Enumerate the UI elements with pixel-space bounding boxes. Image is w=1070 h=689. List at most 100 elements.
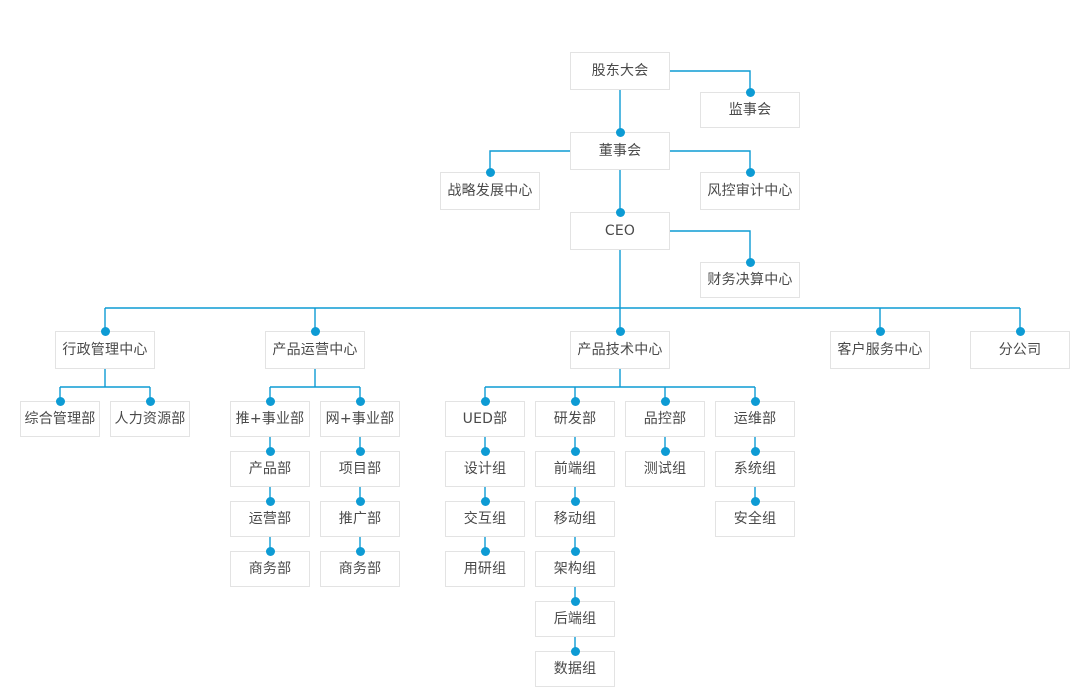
- org-node-label: 架构组: [553, 560, 597, 577]
- org-node-label: 安全组: [733, 510, 777, 527]
- org-node-promotion-dept[interactable]: 推广部: [320, 501, 400, 537]
- org-node-qa-dept[interactable]: 品控部: [625, 401, 705, 437]
- org-node-label: 用研组: [463, 560, 507, 577]
- org-node-label: 客户服务中心: [837, 341, 923, 358]
- org-node-label: 测试组: [643, 460, 687, 477]
- org-node-label: 运营部: [248, 510, 292, 527]
- org-node-wang-plus[interactable]: 网+事业部: [320, 401, 400, 437]
- org-node-label: 后端组: [553, 610, 597, 627]
- connector-dot-ceo: [615, 207, 625, 217]
- connector-dot-board: [615, 127, 625, 137]
- connector-dot-ued-dept: [480, 396, 490, 406]
- org-node-design-group[interactable]: 设计组: [445, 451, 525, 487]
- org-node-tech-center[interactable]: 产品技术中心: [570, 331, 670, 369]
- org-node-project-dept[interactable]: 项目部: [320, 451, 400, 487]
- org-node-customer-service[interactable]: 客户服务中心: [830, 331, 930, 369]
- org-node-human-resources[interactable]: 人力资源部: [110, 401, 190, 437]
- connector-dot-tech-center: [615, 326, 625, 336]
- org-node-security-group[interactable]: 安全组: [715, 501, 795, 537]
- org-node-test-group[interactable]: 测试组: [625, 451, 705, 487]
- connector-dot-frontend-group: [570, 446, 580, 456]
- connector-dot-supervisors: [745, 87, 755, 97]
- org-node-label: 网+事业部: [325, 410, 395, 427]
- org-node-label: 系统组: [733, 460, 777, 477]
- connector-dot-rnd-dept: [570, 396, 580, 406]
- connector-dot-business-dept-2: [355, 546, 365, 556]
- connector-dot-product-ops: [310, 326, 320, 336]
- org-node-label: 推广部: [338, 510, 382, 527]
- org-node-backend-group[interactable]: 后端组: [535, 601, 615, 637]
- org-node-label: 股东大会: [591, 62, 649, 79]
- connector-dot-tui-plus: [265, 396, 275, 406]
- connector-dot-interaction-group: [480, 496, 490, 506]
- connector-dot-ops-dept: [750, 396, 760, 406]
- org-node-label: 综合管理部: [24, 410, 96, 427]
- connector-dot-operation-dept: [265, 496, 275, 506]
- connector-dot-promotion-dept: [355, 496, 365, 506]
- org-node-ceo[interactable]: CEO: [570, 212, 670, 250]
- org-node-data-group[interactable]: 数据组: [535, 651, 615, 687]
- connector-dot-architecture-group: [570, 546, 580, 556]
- org-node-general-admin[interactable]: 综合管理部: [20, 401, 100, 437]
- org-node-label: 研发部: [553, 410, 597, 427]
- org-node-operation-dept[interactable]: 运营部: [230, 501, 310, 537]
- org-node-business-dept-1[interactable]: 商务部: [230, 551, 310, 587]
- org-node-finance-center[interactable]: 财务决算中心: [700, 262, 800, 298]
- org-node-label: 数据组: [553, 660, 597, 677]
- org-node-board[interactable]: 董事会: [570, 132, 670, 170]
- connector-dot-project-dept: [355, 446, 365, 456]
- connector-dot-test-group: [660, 446, 670, 456]
- org-node-label: 分公司: [998, 341, 1042, 358]
- org-node-label: 产品运营中心: [272, 341, 358, 358]
- connector-dot-risk-audit-center: [745, 167, 755, 177]
- connector-dot-branch-company: [1015, 326, 1025, 336]
- org-node-label: 移动组: [553, 510, 597, 527]
- org-node-label: 设计组: [463, 460, 507, 477]
- org-node-interaction-group[interactable]: 交互组: [445, 501, 525, 537]
- org-node-architecture-group[interactable]: 架构组: [535, 551, 615, 587]
- org-node-tui-plus[interactable]: 推+事业部: [230, 401, 310, 437]
- org-node-admin-center[interactable]: 行政管理中心: [55, 331, 155, 369]
- connector-dot-user-research-group: [480, 546, 490, 556]
- connector-dot-human-resources: [145, 396, 155, 406]
- connector-dot-data-group: [570, 646, 580, 656]
- org-node-label: 商务部: [248, 560, 292, 577]
- org-node-ued-dept[interactable]: UED部: [445, 401, 525, 437]
- org-node-mobile-group[interactable]: 移动组: [535, 501, 615, 537]
- org-node-label: 产品部: [248, 460, 292, 477]
- org-node-shareholders[interactable]: 股东大会: [570, 52, 670, 90]
- connector-dot-admin-center: [100, 326, 110, 336]
- org-node-label: 战略发展中心: [447, 182, 533, 199]
- connector-dot-system-group: [750, 446, 760, 456]
- org-node-risk-audit-center[interactable]: 风控审计中心: [700, 172, 800, 210]
- org-node-product-ops[interactable]: 产品运营中心: [265, 331, 365, 369]
- org-node-rnd-dept[interactable]: 研发部: [535, 401, 615, 437]
- org-node-label: 风控审计中心: [707, 182, 793, 199]
- org-node-label: 运维部: [733, 410, 777, 427]
- connector-dot-product-dept: [265, 446, 275, 456]
- connector-dot-qa-dept: [660, 396, 670, 406]
- org-node-label: CEO: [604, 222, 636, 239]
- org-node-label: 产品技术中心: [577, 341, 663, 358]
- org-node-label: 财务决算中心: [707, 271, 793, 288]
- org-node-user-research-group[interactable]: 用研组: [445, 551, 525, 587]
- org-node-supervisors[interactable]: 监事会: [700, 92, 800, 128]
- org-node-label: 交互组: [463, 510, 507, 527]
- connector-dot-design-group: [480, 446, 490, 456]
- org-node-frontend-group[interactable]: 前端组: [535, 451, 615, 487]
- org-node-branch-company[interactable]: 分公司: [970, 331, 1070, 369]
- org-node-strategy-center[interactable]: 战略发展中心: [440, 172, 540, 210]
- org-node-label: 项目部: [338, 460, 382, 477]
- org-node-label: 行政管理中心: [62, 341, 148, 358]
- connector-dot-wang-plus: [355, 396, 365, 406]
- org-node-label: UED部: [462, 410, 508, 427]
- org-node-product-dept[interactable]: 产品部: [230, 451, 310, 487]
- org-node-system-group[interactable]: 系统组: [715, 451, 795, 487]
- connector-dot-business-dept-1: [265, 546, 275, 556]
- org-node-business-dept-2[interactable]: 商务部: [320, 551, 400, 587]
- org-node-label: 董事会: [598, 142, 642, 159]
- org-node-ops-dept[interactable]: 运维部: [715, 401, 795, 437]
- org-node-label: 推+事业部: [235, 410, 305, 427]
